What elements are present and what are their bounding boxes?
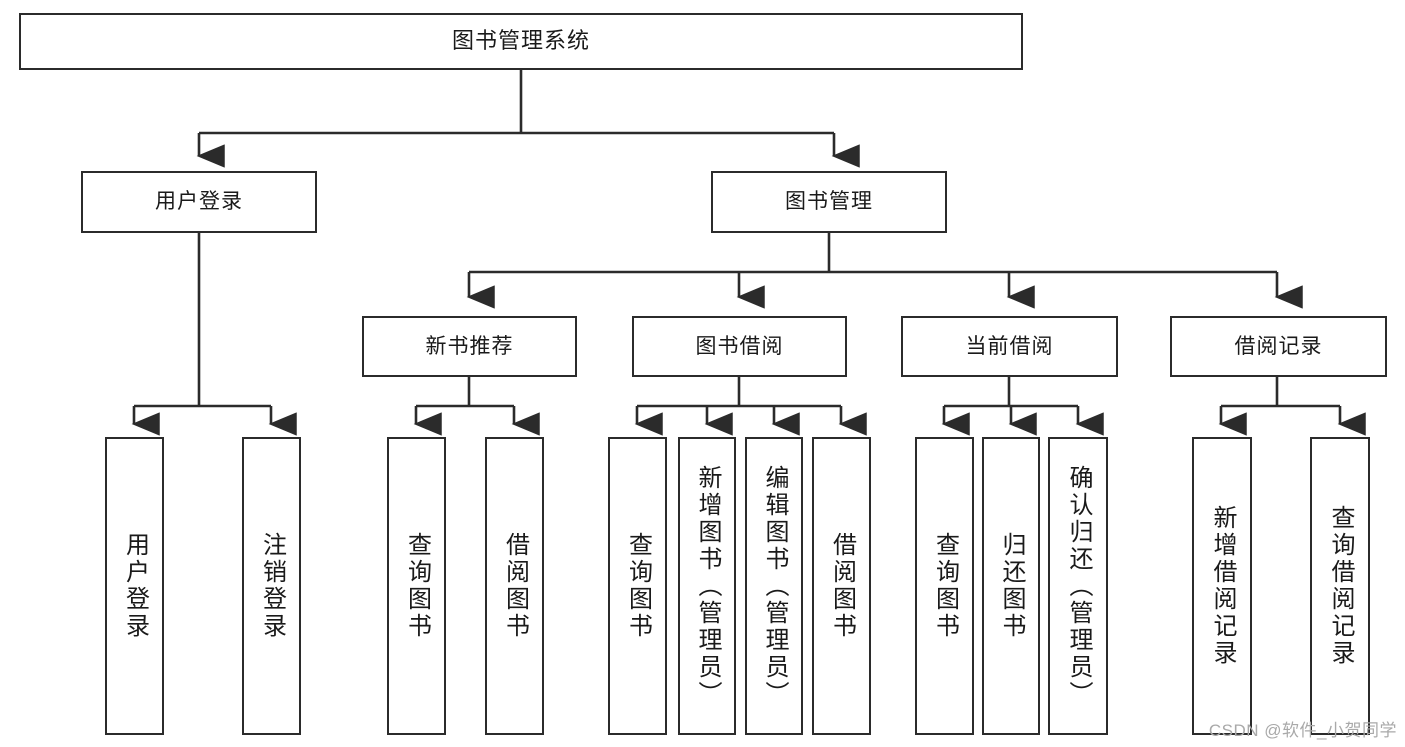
node-label: 图书管理系统 [451,28,590,54]
leaf-confirm-return-admin[interactable]: 确认归还（管理员） [1048,437,1108,735]
node-label: 新书推荐 [425,334,514,358]
node-label: 查询图书 [931,532,959,640]
node-label: 新增借阅记录 [1209,505,1236,667]
node-label: 借阅记录 [1234,334,1323,358]
node-label: 用户登录 [121,532,149,640]
node-label: 编辑图书（管理员） [761,464,788,708]
node-book-borrow[interactable]: 图书借阅 [632,316,847,377]
node-label: 注销登录 [258,532,286,640]
node-label: 借阅图书 [501,532,529,640]
leaf-query-book-borrow[interactable]: 查询图书 [608,437,667,735]
node-label: 用户登录 [155,190,243,214]
leaf-query-book-current[interactable]: 查询图书 [915,437,974,735]
node-label: 查询图书 [403,532,431,640]
leaf-user-login[interactable]: 用户登录 [105,437,164,735]
node-root-system[interactable]: 图书管理系统 [19,13,1023,70]
leaf-return-book[interactable]: 归还图书 [982,437,1040,735]
leaf-add-book-admin[interactable]: 新增图书（管理员） [678,437,736,735]
node-label: 归还图书 [998,532,1025,640]
node-label: 图书借阅 [695,334,784,358]
node-user-login[interactable]: 用户登录 [81,171,317,233]
node-book-management[interactable]: 图书管理 [711,171,947,233]
node-label: 借阅图书 [828,532,856,640]
node-label: 新增图书（管理员） [694,464,721,708]
node-label: 确认归还（管理员） [1065,464,1092,708]
node-label: 查询借阅记录 [1327,505,1354,667]
leaf-logout[interactable]: 注销登录 [242,437,301,735]
node-current-borrow[interactable]: 当前借阅 [901,316,1118,377]
leaf-edit-book-admin[interactable]: 编辑图书（管理员） [745,437,803,735]
node-label: 查询图书 [624,532,652,640]
leaf-query-book-recommend[interactable]: 查询图书 [387,437,446,735]
node-label: 当前借阅 [965,334,1054,358]
leaf-borrow-book[interactable]: 借阅图书 [812,437,871,735]
watermark: CSDN @软件_小贺同学 [1208,721,1397,740]
leaf-query-borrow-record[interactable]: 查询借阅记录 [1310,437,1370,735]
node-new-book-recommend[interactable]: 新书推荐 [362,316,577,377]
node-borrow-record[interactable]: 借阅记录 [1170,316,1387,377]
leaf-add-borrow-record[interactable]: 新增借阅记录 [1192,437,1252,735]
leaf-borrow-book-recommend[interactable]: 借阅图书 [485,437,544,735]
node-label: 图书管理 [785,190,873,214]
